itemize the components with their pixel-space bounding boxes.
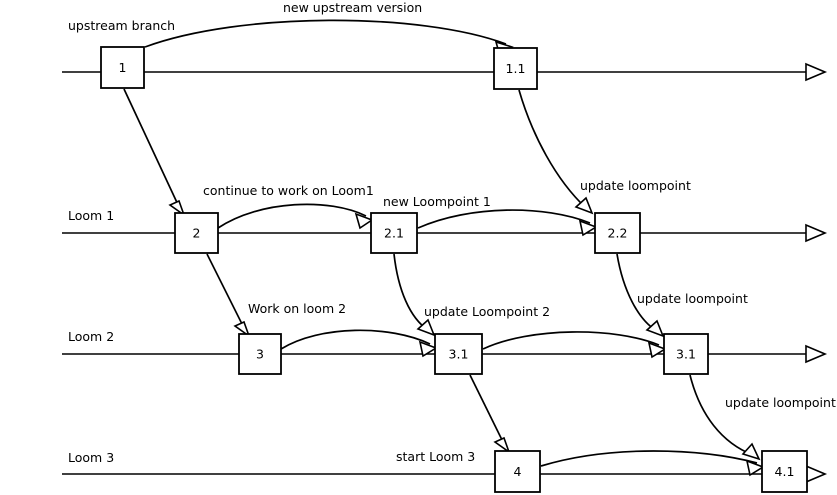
lane-label-upstream-branch: upstream branch xyxy=(68,18,175,33)
node-2_1-box[interactable] xyxy=(370,212,418,254)
edge-1-to-1_1 xyxy=(144,19,507,48)
edge-arrowhead-2_1-to-2_2 xyxy=(578,219,598,237)
edge-4-to-4_1 xyxy=(540,450,758,467)
node-3_1-b-label: 3.1 xyxy=(676,347,696,362)
edge-3_1a-to-3_1b xyxy=(482,331,660,350)
node-1_1-label: 1.1 xyxy=(506,61,526,76)
edge-label-work-on-loom-2: Work on loom 2 xyxy=(248,301,346,316)
node-1[interactable]: 1 xyxy=(100,46,145,89)
edge-label-update-loompoint-1: update loompoint xyxy=(580,178,691,193)
edge-arrowhead-3_1a-to-4 xyxy=(493,436,511,455)
edge-1-to-2 xyxy=(123,88,181,210)
lane-end-arrow-loom1 xyxy=(805,223,828,243)
node-4_1-label: 4.1 xyxy=(775,464,795,479)
lane-label-loom-2: Loom 2 xyxy=(68,329,114,344)
edge-labels: new upstream version continue to work on… xyxy=(203,0,836,464)
node-1_1[interactable]: 1.1 xyxy=(493,47,538,90)
lane-label-loom-3: Loom 3 xyxy=(68,450,114,465)
node-3_1-b[interactable]: 3.1 xyxy=(663,333,709,375)
edge-label-update-loompoint-4: update loompoint xyxy=(725,395,836,410)
edge-arrowhead-2_1-to-3_1a xyxy=(416,318,436,337)
edge-arrowhead-1-to-2 xyxy=(168,199,186,218)
node-4-box[interactable] xyxy=(494,450,541,493)
node-4[interactable]: 4 xyxy=(494,450,541,493)
lane-label-loom-1: Loom 1 xyxy=(68,208,114,223)
node-2_2-box[interactable] xyxy=(594,212,641,254)
lane-labels: upstream branch Loom 1 Loom 2 Loom 3 xyxy=(68,18,175,465)
node-3_1-b-box[interactable] xyxy=(663,333,709,375)
edge-label-continue-to-work-on-loom1: continue to work on Loom1 xyxy=(203,183,374,198)
nodes: 1 1.1 2 2.1 2.2 3 xyxy=(100,46,808,493)
edge-2_1-to-2_2 xyxy=(417,209,591,229)
edges xyxy=(123,19,765,477)
node-2_2[interactable]: 2.2 xyxy=(594,212,641,254)
edge-3_1a-to-4 xyxy=(469,374,506,447)
lane-end-arrow-upstream xyxy=(805,62,828,82)
edge-2_1-to-3_1a xyxy=(393,253,429,331)
edge-arrowhead-3-to-3_1a xyxy=(418,340,438,358)
edge-arrowhead-1_1-to-2_2 xyxy=(574,196,594,215)
node-2_2-label: 2.2 xyxy=(608,226,628,241)
edge-label-new-loompoint-1: new Loompoint 1 xyxy=(383,194,491,209)
edge-arrowhead-2-to-2_1 xyxy=(354,212,374,230)
lane-end-arrow-loom3 xyxy=(805,464,828,484)
edge-arrowhead-2_2-to-3_1b xyxy=(645,319,665,338)
node-3_1-a-label: 3.1 xyxy=(449,347,469,362)
node-3[interactable]: 3 xyxy=(238,333,282,375)
node-4_1-box[interactable] xyxy=(761,450,808,493)
edge-arrowhead-4-to-4_1 xyxy=(745,459,765,477)
node-1-label: 1 xyxy=(119,60,127,75)
node-4_1[interactable]: 4.1 xyxy=(761,450,808,493)
node-2[interactable]: 2 xyxy=(174,212,219,254)
node-3-box[interactable] xyxy=(238,333,282,375)
edge-3_1b-to-4_1 xyxy=(689,374,754,456)
node-1-box[interactable] xyxy=(100,46,145,89)
node-3_1-a-box[interactable] xyxy=(434,333,483,375)
lane-lines xyxy=(62,62,828,484)
node-3-label: 3 xyxy=(256,347,264,362)
edge-arrowhead-3_1a-to-3_1b xyxy=(647,341,667,359)
node-2_1-label: 2.1 xyxy=(384,226,404,241)
edge-arrowhead-3_1b-to-4_1 xyxy=(741,442,761,461)
edge-label-update-loompoint-2: update Loompoint 2 xyxy=(424,304,550,319)
lane-end-arrow-loom2 xyxy=(805,344,828,364)
node-4-label: 4 xyxy=(514,464,522,479)
edge-1_1-to-2_2 xyxy=(518,89,587,209)
node-2-box[interactable] xyxy=(174,212,219,254)
edge-2-to-2_1 xyxy=(217,203,367,229)
node-2_1[interactable]: 2.1 xyxy=(370,212,418,254)
edge-label-start-loom-3: start Loom 3 xyxy=(396,449,475,464)
node-2-label: 2 xyxy=(193,226,201,241)
edge-2-to-3 xyxy=(206,253,246,331)
edge-label-update-loompoint-3: update loompoint xyxy=(637,291,748,306)
edge-3-to-3_1a xyxy=(280,329,431,350)
node-1_1-box[interactable] xyxy=(493,47,538,90)
edge-arrowhead-2-to-3 xyxy=(233,320,251,339)
node-3_1-a[interactable]: 3.1 xyxy=(434,333,483,375)
edge-label-new-upstream-version: new upstream version xyxy=(283,0,422,15)
